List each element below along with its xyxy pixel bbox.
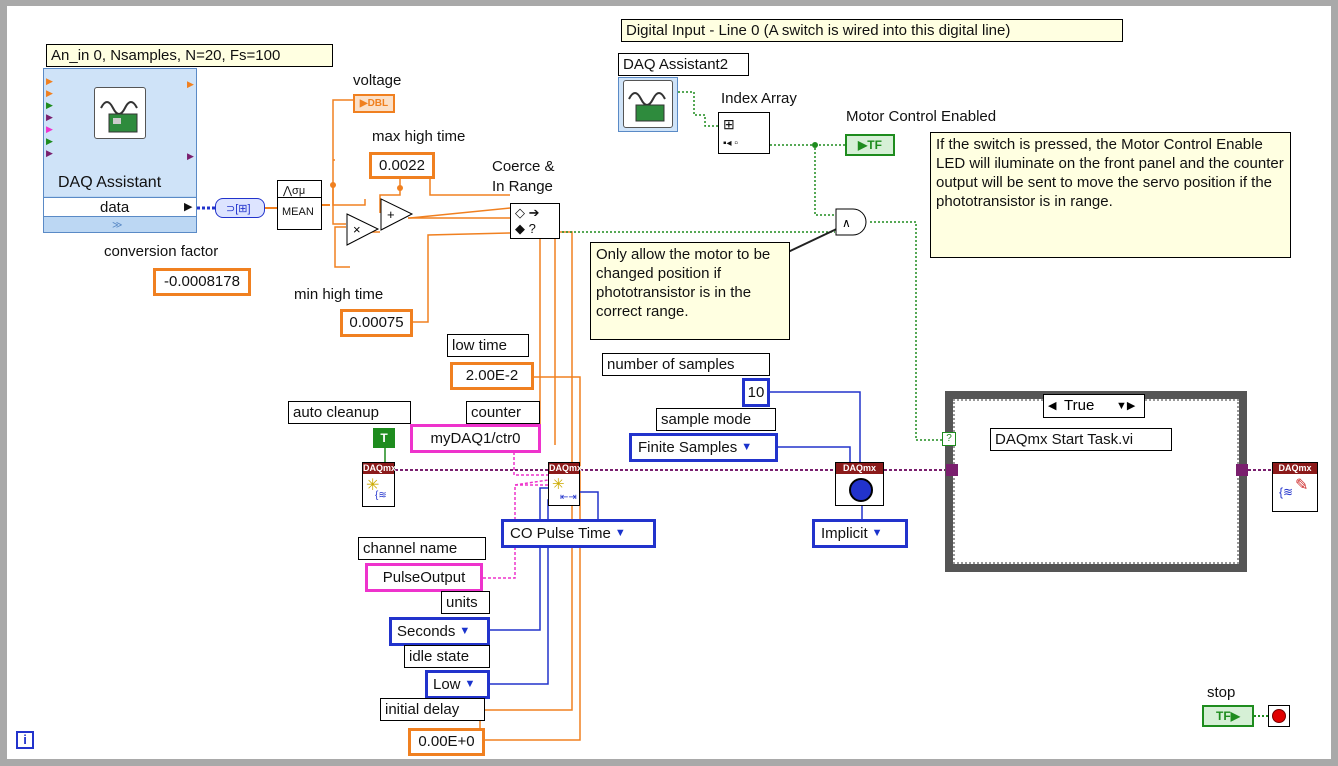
pulse-icon: ⇤⇥ [560,492,577,503]
units-label: units [441,591,490,614]
dropdown-arrow-icon: ▼ [614,527,626,539]
daq-assistant-title: DAQ Assistant [58,174,162,191]
dropdown-arrow-icon: ▼ [871,527,883,539]
loop-condition-terminal[interactable] [1268,705,1290,727]
case-dropdown-icon[interactable]: ▼▶ [1116,400,1136,412]
index-array-label: Index Array [721,90,797,107]
tf-arrow-icon: ▶ [1230,709,1240,723]
motor-control-label: Motor Control Enabled [846,108,997,125]
stop-control[interactable]: TF▶ [1202,705,1254,727]
waveform-icon: {≋ [375,490,387,501]
dropdown-arrow-icon: ▼ [741,441,753,453]
daqmx-clear-node-left[interactable]: DAQmx ✳ {≋ [362,462,396,507]
convert-icon: ⊃[⊞] [226,203,251,215]
initial-delay-label: initial delay [380,698,485,721]
input-terminals: ▶▶ ▶ ▶ ▶ ▶ ▶ [46,76,53,158]
idle-state-label: idle state [404,645,490,668]
tf-arrow-icon: ▶ [858,138,868,152]
expand-chevron-icon[interactable]: ≫ [112,220,123,231]
daq-assistant2-node[interactable] [618,77,678,132]
initial-delay-constant[interactable]: 0.00E+0 [408,728,485,756]
iteration-terminal-icon: i [16,731,34,749]
min-high-time-label: min high time [294,286,384,303]
motor-control-indicator[interactable]: ▶TF [845,134,895,156]
daq-card-icon [623,80,673,128]
dropdown-arrow-icon: ▼ [464,678,476,690]
co-pulse-time-selector[interactable]: CO Pulse Time▼ [501,519,656,548]
sample-mode-selector[interactable]: Finite Samples▼ [629,433,778,462]
stop-wire [1254,715,1268,717]
decrement-case-icon[interactable]: ◀ [1048,400,1057,412]
counter-constant[interactable]: myDAQ1/ctr0 [410,424,541,453]
voltage-label: voltage [353,72,402,89]
convert-dynamic-data-node[interactable]: ⊃[⊞] [215,198,265,218]
case-selector-terminal: ? [942,432,956,446]
svg-text:+: + [387,207,395,222]
and-node[interactable]: ∧ [835,208,871,236]
tunnel-left [946,464,958,476]
only-allow-note: Only allow the motor to be changed posit… [590,242,790,340]
max-high-time-label: max high time [372,128,466,145]
waveform-icon: {≋ [1279,485,1294,499]
timing-type-selector[interactable]: Implicit▼ [812,519,908,548]
index-array-node[interactable]: ⊞ ▪◂ ▫ [718,112,770,154]
dbl-type-icon: ▶ [359,98,368,109]
stop-label: stop [1207,684,1236,701]
svg-text:×: × [353,222,361,237]
voltage-indicator[interactable]: ▶DBL [353,94,395,113]
units-selector[interactable]: Seconds▼ [389,617,490,646]
low-time-label: low time [447,334,529,357]
coerce-diamond-icon: ◇ ➔ [515,205,540,220]
index-arrow-icon: ▪◂ ▫ [723,138,738,149]
data-terminal[interactable]: data ▶ [44,197,196,217]
dropdown-arrow-icon: ▼ [459,625,471,637]
daq-assistant-node[interactable]: DAQ Assistant data ▶ ≫ ▶▶ ▶ ▶ ▶ ▶ ▶ ▶ ▶ [43,68,197,233]
svg-text:∧: ∧ [842,216,851,230]
mean-sigma-icon: ⋀σμ [283,185,306,197]
min-high-time-constant[interactable]: 0.00075 [340,309,413,337]
counter-label: counter [466,401,540,424]
output-terminal-icon: ▶ [187,79,194,89]
number-of-samples-constant[interactable]: 10 [742,378,770,407]
stop-circle-icon [1272,709,1286,723]
an-in-note: An_in 0, Nsamples, N=20, Fs=100 [46,44,333,67]
coerce-in-range-node[interactable]: ◇ ➔ ◆ ? [510,203,560,239]
mean-node[interactable]: ⋀σμ MEAN [277,180,322,230]
create-channel-icon: ✳ [366,477,380,494]
eraser-icon: ✎ [1295,477,1309,494]
conversion-factor-constant[interactable]: -0.0008178 [153,268,251,296]
conversion-factor-label: conversion factor [104,243,219,260]
coerce-label: Coerce & In Range [492,158,555,195]
array-grid-icon: ⊞ [723,116,735,132]
terminal-arrow-icon: ▶ [184,201,193,213]
case-selector[interactable]: ◀ True ▼▶ [1043,394,1145,418]
daqmx-timing-node[interactable]: DAQmx [835,462,884,506]
create-channel-icon: ✳ [552,476,565,493]
clock-icon [849,478,873,502]
channel-name-constant[interactable]: PulseOutput [365,563,483,592]
error-terminal-icon: ▶ [187,151,194,161]
number-of-samples-label: number of samples [602,353,770,376]
max-high-time-constant[interactable]: 0.0022 [369,152,435,179]
auto-cleanup-label: auto cleanup [288,401,411,424]
daq-card-icon [94,87,146,139]
channel-name-label: channel name [358,537,486,560]
idle-state-selector[interactable]: Low▼ [425,670,490,699]
daq-assistant2-label: DAQ Assistant2 [618,53,749,76]
digital-input-note: Digital Input - Line 0 (A switch is wire… [621,19,1123,42]
daqmx-clear-task-node[interactable]: DAQmx {≋ ✎ [1272,462,1318,512]
switch-info-note: If the switch is pressed, the Motor Cont… [930,132,1291,258]
low-time-constant[interactable]: 2.00E-2 [450,362,534,390]
start-task-label: DAQmx Start Task.vi [990,428,1172,451]
tunnel-right [1236,464,1248,476]
case-structure[interactable] [945,391,1247,572]
sample-mode-label: sample mode [656,408,776,431]
daqmx-create-channel-node[interactable]: DAQmx ✳ ⇤⇥ [548,462,582,506]
auto-cleanup-constant[interactable]: T [373,428,395,448]
in-range-icon: ◆ ? [515,221,536,236]
